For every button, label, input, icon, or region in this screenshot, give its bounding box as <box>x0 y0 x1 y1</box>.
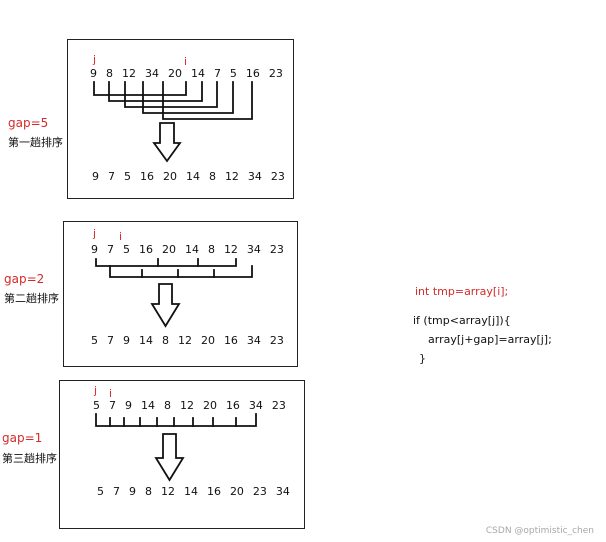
pass-1-brackets <box>93 81 253 120</box>
code-line-assign: array[j+gap]=array[j]; <box>428 333 552 346</box>
pass-1-result: 9 7 5 16 20 14 8 12 34 23 <box>92 170 285 183</box>
pass-3-label: 第三趟排序 <box>2 452 57 465</box>
pass-2-j-pointer: j <box>93 227 97 240</box>
pass-3-sequence: 5 7 9 14 8 12 20 16 34 23 <box>93 399 286 412</box>
pass-2-i-pointer: i <box>119 230 123 243</box>
code-line-if: if (tmp<array[j]){ <box>413 314 511 327</box>
pass-3-down-arrow <box>154 433 185 482</box>
pass-3-j-pointer: j <box>94 384 98 397</box>
pass-1-j-pointer: j <box>93 53 97 66</box>
code-line-close: } <box>419 352 426 365</box>
pass-3-result: 5 7 9 8 12 14 16 20 23 34 <box>97 485 290 498</box>
pass-3-comb <box>95 413 257 427</box>
pass-1-i-pointer: i <box>184 55 188 68</box>
pass-1-down-arrow <box>152 122 182 163</box>
pass-1-gap-label: gap=5 <box>8 116 49 130</box>
pass-1-label: 第一趟排序 <box>8 136 63 149</box>
pass-2-result: 5 7 9 14 8 12 20 16 34 23 <box>91 334 284 347</box>
pass-3-i-pointer: i <box>109 387 113 400</box>
csdn-watermark: CSDN @optimistic_chen <box>485 526 594 536</box>
pass-2-down-arrow <box>150 283 181 328</box>
pass-2-label: 第二趟排序 <box>4 292 59 305</box>
code-line-tmp: int tmp=array[i]; <box>415 285 509 298</box>
pass-2-gap-label: gap=2 <box>4 272 45 286</box>
pass-2-combs <box>95 258 253 278</box>
pass-3-gap-label: gap=1 <box>2 431 43 445</box>
pass-1-box <box>67 39 294 199</box>
pass-2-sequence: 9 7 5 16 20 14 8 12 34 23 <box>91 243 284 256</box>
pass-2-box <box>63 221 298 367</box>
pass-3-box <box>59 380 305 529</box>
pass-1-sequence: 9 8 12 34 20 14 7 5 16 23 <box>90 67 283 80</box>
